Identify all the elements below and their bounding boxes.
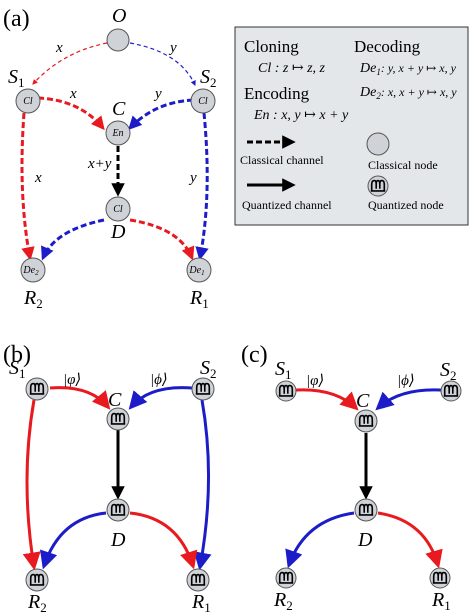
edge-label-c-d: x+y xyxy=(87,156,112,172)
node-r1-label: R1 xyxy=(189,287,209,311)
panel-c-nodes xyxy=(275,380,462,589)
b-edge-d-r2 xyxy=(40,511,107,570)
panel-a-nodes xyxy=(15,28,216,283)
c-node-c-label: C xyxy=(356,390,370,412)
node-s1-label: S1 xyxy=(8,66,25,90)
b-node-r2-label: R2 xyxy=(27,591,47,615)
c-node-c xyxy=(354,409,378,433)
panel-b-label: (b) xyxy=(3,342,31,368)
node-s2-op: Cl xyxy=(198,96,208,107)
c-node-s1-label: S1 xyxy=(275,358,292,382)
edge-label-s1-c: x xyxy=(69,86,77,102)
c-edge-d-r2 xyxy=(285,511,355,569)
node-r1-op: De1 xyxy=(188,265,204,277)
node-r2 xyxy=(20,257,46,283)
node-d-op: Cl xyxy=(113,204,123,215)
node-o xyxy=(106,28,130,52)
legend-encoding-formula: En : x, y ↦ x + y xyxy=(253,108,349,123)
b-edge-s2-c xyxy=(128,386,193,410)
panel-c-edges xyxy=(285,388,443,569)
b-node-r2 xyxy=(25,568,49,592)
node-s1-op: Cl xyxy=(23,96,33,107)
edge-s2-r1 xyxy=(195,112,209,261)
edge-label-s2-c: y xyxy=(153,86,162,102)
b-node-c xyxy=(106,407,130,431)
edge-o-s2 xyxy=(129,42,196,86)
legend-quantized-channel-label: Quantized channel xyxy=(242,198,332,212)
b-node-r1-label: R1 xyxy=(191,591,211,615)
legend-cloning-heading: Cloning xyxy=(244,37,299,56)
edge-label-o-s2: y xyxy=(168,40,177,56)
node-c xyxy=(105,120,131,146)
legend-decoding-1: De1: y, x + y ↦ x, y xyxy=(359,61,457,77)
b-node-r1 xyxy=(186,568,210,592)
panel-a-edges xyxy=(20,42,209,261)
b-edge-s1-c xyxy=(49,386,111,410)
legend-quantized-node-label: Quantized node xyxy=(368,198,444,212)
c-edge-d-r1 xyxy=(377,511,443,569)
node-s1 xyxy=(15,88,41,114)
legend-encoding-heading: Encoding xyxy=(244,84,310,103)
edge-s1-r2 xyxy=(20,112,35,261)
edge-d-r1 xyxy=(129,218,195,261)
b-edge-s1-r2 xyxy=(22,399,41,571)
edge-d-r2 xyxy=(41,218,105,261)
node-d-label: D xyxy=(110,221,126,243)
panel-c-label: (c) xyxy=(241,342,268,368)
legend-cloning-formula: Cl : z ↦ z, z xyxy=(258,61,326,76)
edge-o-s1 xyxy=(32,42,108,85)
b-node-s2 xyxy=(191,377,215,401)
node-c-op: En xyxy=(111,128,123,139)
b-edge-s2-r1 xyxy=(193,399,212,571)
c-node-d-label: D xyxy=(357,529,373,551)
b-phi-left-label: |φ⟩ xyxy=(63,372,81,388)
legend-decoding-2: De2: x, x + y ↦ x, y xyxy=(359,85,457,101)
b-node-c-label: C xyxy=(108,389,122,411)
edge-label-s1-r2: x xyxy=(34,170,42,186)
c-node-s2-label: S2 xyxy=(440,359,457,383)
node-c-label: C xyxy=(112,98,126,120)
edge-label-s2-r1: y xyxy=(188,170,197,186)
c-edge-s1-c xyxy=(295,388,359,411)
b-edge-d-r1 xyxy=(129,511,198,570)
c-node-r1-label: R1 xyxy=(431,589,451,613)
node-o-label: O xyxy=(112,5,126,27)
b-phi-right-label: |ϕ⟩ xyxy=(150,372,168,388)
node-s2-label: S2 xyxy=(200,66,217,90)
edge-label-o-s1: x xyxy=(55,40,63,56)
b-node-d-label: D xyxy=(110,529,126,551)
legend-classical-node-icon xyxy=(366,132,390,156)
c-node-r2-label: R2 xyxy=(273,589,293,613)
node-s2 xyxy=(190,88,216,114)
edge-s2-c xyxy=(128,98,194,130)
node-d xyxy=(105,196,131,222)
node-r2-label: R2 xyxy=(23,287,43,311)
c-phi-left-label: |φ⟩ xyxy=(306,373,324,389)
legend-box: Cloning Cl : z ↦ z, z Encoding En : x, y… xyxy=(234,26,469,226)
panel-b-nodes xyxy=(25,377,215,592)
node-r1 xyxy=(186,257,212,283)
edge-s1-c xyxy=(37,96,105,131)
b-node-d xyxy=(106,498,130,522)
b-node-s1 xyxy=(25,377,49,401)
legend-classical-channel-label: Classical channel xyxy=(240,153,324,167)
c-phi-right-label: |ϕ⟩ xyxy=(397,373,415,389)
legend-decoding-heading: Decoding xyxy=(354,37,421,56)
legend-background xyxy=(234,26,469,226)
panel-a-label: (a) xyxy=(3,6,30,32)
c-node-d xyxy=(354,498,378,522)
b-node-s1-label: S1 xyxy=(9,357,26,381)
node-r2-op: De2 xyxy=(22,265,39,277)
b-node-s2-label: S2 xyxy=(200,357,217,381)
panel-b-edges xyxy=(22,386,212,571)
legend-classical-node-label: Classical node xyxy=(368,158,438,172)
c-edge-s2-c xyxy=(375,388,442,411)
